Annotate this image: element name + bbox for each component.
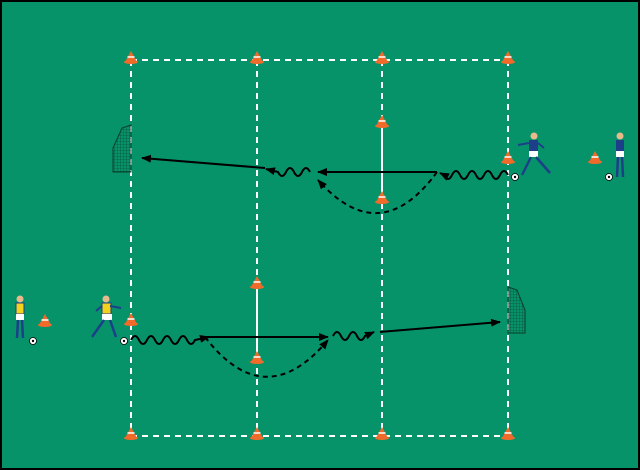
ball-icon	[29, 337, 37, 345]
goal-icon	[112, 124, 132, 173]
dribble-arrow	[265, 167, 311, 177]
player-icon	[615, 132, 625, 178]
run-arrow	[317, 171, 438, 215]
movement-arrows	[130, 154, 509, 378]
dribble-arrow	[130, 334, 210, 345]
shot-arrow	[141, 154, 266, 169]
ball-icon	[511, 173, 519, 181]
dribble-arrow	[439, 170, 509, 181]
ball-icon	[120, 337, 128, 345]
field-lines	[130, 59, 509, 437]
shot-arrow	[379, 318, 501, 333]
ball-icon	[605, 173, 613, 181]
player-icon	[90, 295, 122, 338]
run-arrow	[204, 336, 329, 378]
player-icon	[15, 295, 25, 339]
player-icon	[517, 132, 551, 176]
dribble-arrow	[332, 331, 375, 341]
goal-icon	[507, 286, 526, 334]
